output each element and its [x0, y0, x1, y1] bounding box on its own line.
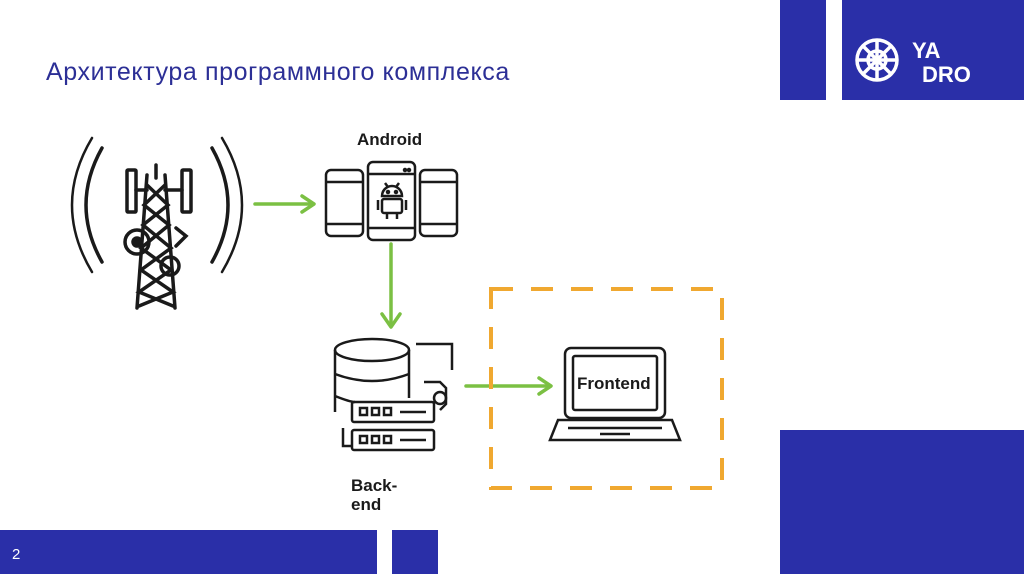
database-server-icon: [333, 337, 454, 452]
arrow-tower-to-android: [253, 194, 316, 214]
arrow-android-to-backend: [380, 242, 402, 329]
cell-tower-icon: [70, 136, 244, 310]
page-number: 2: [12, 546, 21, 563]
smartphones-android-icon: [324, 160, 459, 242]
android-label: Android: [357, 130, 423, 149]
frontend-label: Frontend: [577, 374, 651, 393]
svg-text:DRO: DRO: [922, 62, 971, 87]
slide-title: Архитектура программного комплекса: [46, 58, 510, 86]
frontend-dashed-boundary: [489, 287, 724, 490]
arrow-backend-to-frontend: [464, 376, 553, 396]
svg-text:YA: YA: [912, 38, 941, 63]
footer-bar: [0, 530, 377, 574]
bottom-right-accent-block: [780, 430, 1024, 574]
footer-accent-block: [392, 530, 438, 574]
yadro-logo: YA DRO: [842, 0, 1024, 100]
laptop-icon: [548, 346, 682, 442]
backend-label: Back-end: [351, 476, 398, 514]
header-accent-block-left: [780, 0, 826, 100]
yadro-logo-icon: YA DRO: [855, 38, 971, 87]
header-accent-block-right: [842, 0, 1024, 100]
